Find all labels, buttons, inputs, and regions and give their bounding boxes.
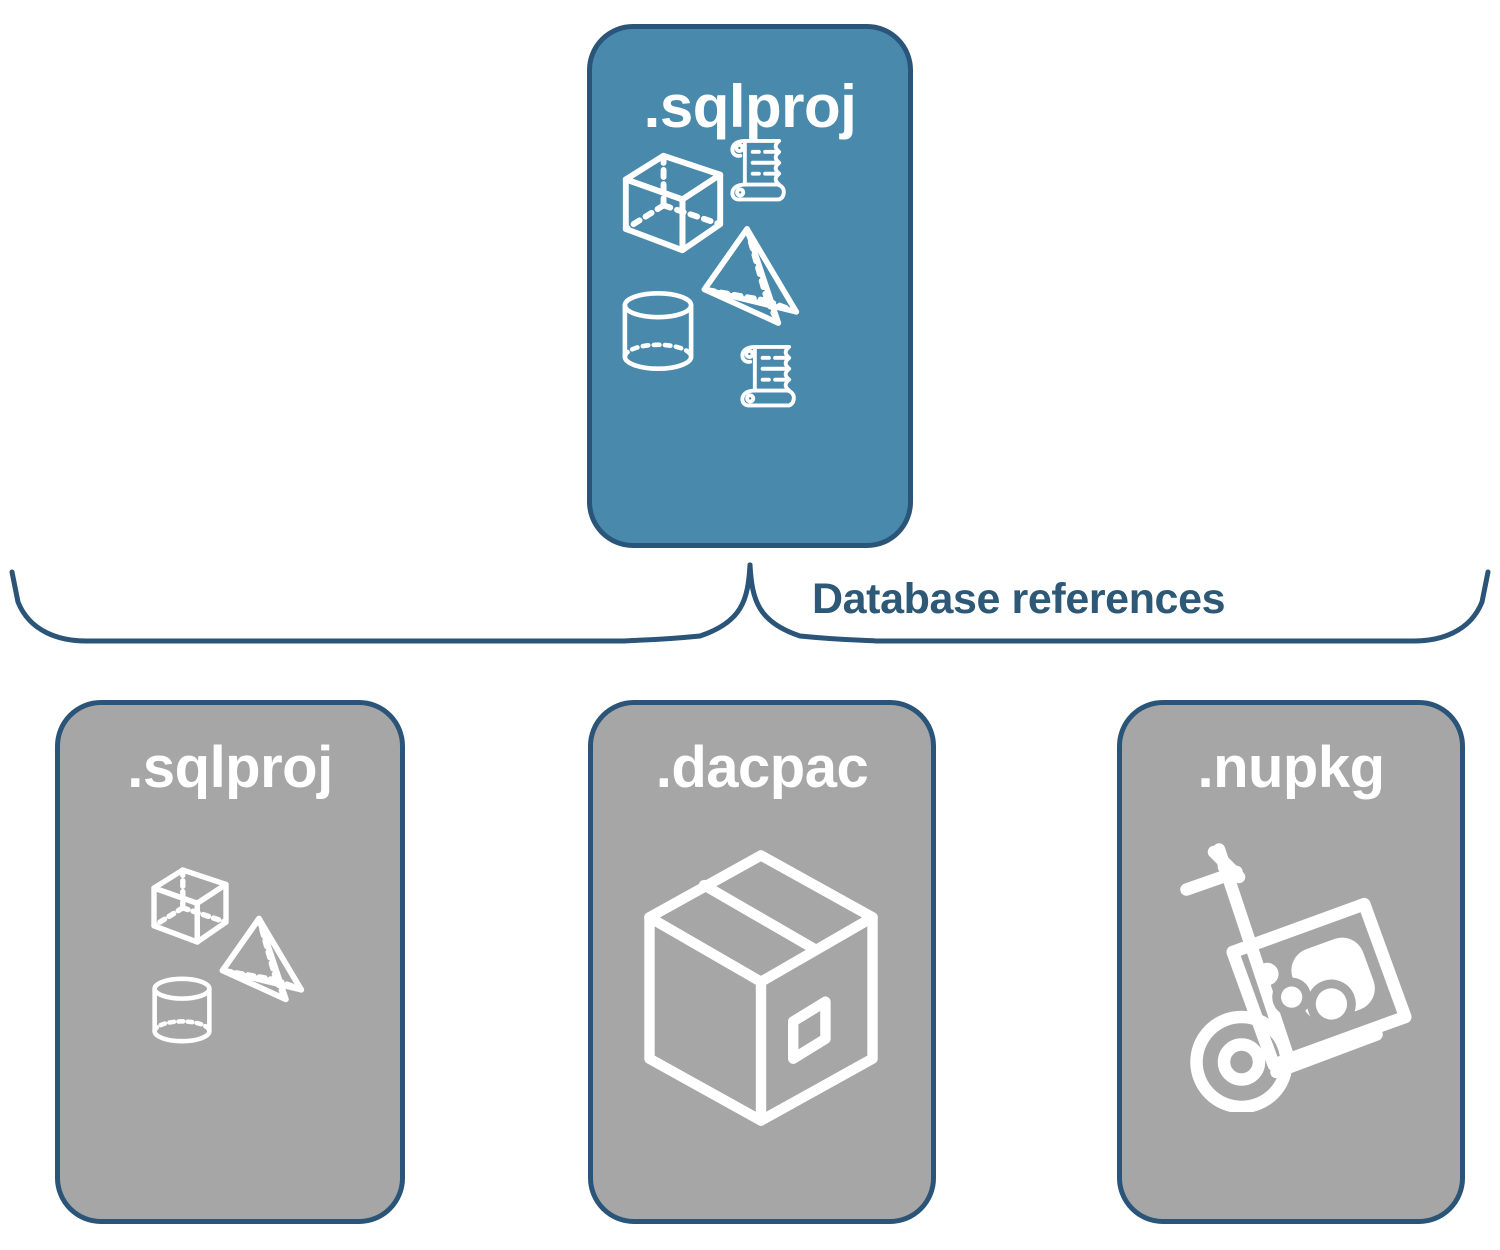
- card-leaf-dacpac[interactable]: .dacpac: [588, 700, 936, 1224]
- connector-label: Database references: [812, 575, 1226, 623]
- cylinder-icon: [152, 976, 212, 1044]
- cylinder-icon: [622, 290, 694, 372]
- cube-icon: [622, 152, 724, 254]
- scroll-icon: [730, 138, 786, 202]
- pyramid-icon: [219, 915, 305, 1003]
- card-leaf-nupkg-icon-area: [1122, 797, 1460, 1219]
- card-leaf-sqlproj-title: .sqlproj: [127, 735, 333, 800]
- cube-icon: [151, 867, 229, 945]
- card-root-icon-area: [592, 137, 908, 543]
- database-references-connector: [9, 562, 1491, 644]
- hand-truck-icon: [1180, 843, 1412, 1112]
- card-leaf-dacpac-title: .dacpac: [655, 735, 869, 800]
- package-box-icon: [644, 850, 878, 1126]
- card-leaf-nupkg-title: .nupkg: [1197, 735, 1385, 800]
- card-leaf-nupkg[interactable]: .nupkg: [1117, 700, 1465, 1224]
- scroll-icon: [740, 344, 796, 408]
- card-leaf-sqlproj-icon-area: [60, 797, 400, 1219]
- card-root-title: .sqlproj: [643, 73, 857, 140]
- card-root-sqlproj[interactable]: .sqlproj: [587, 24, 913, 548]
- card-leaf-sqlproj[interactable]: .sqlproj: [55, 700, 405, 1224]
- card-leaf-dacpac-icon-area: [593, 797, 931, 1219]
- pyramid-icon: [701, 226, 800, 326]
